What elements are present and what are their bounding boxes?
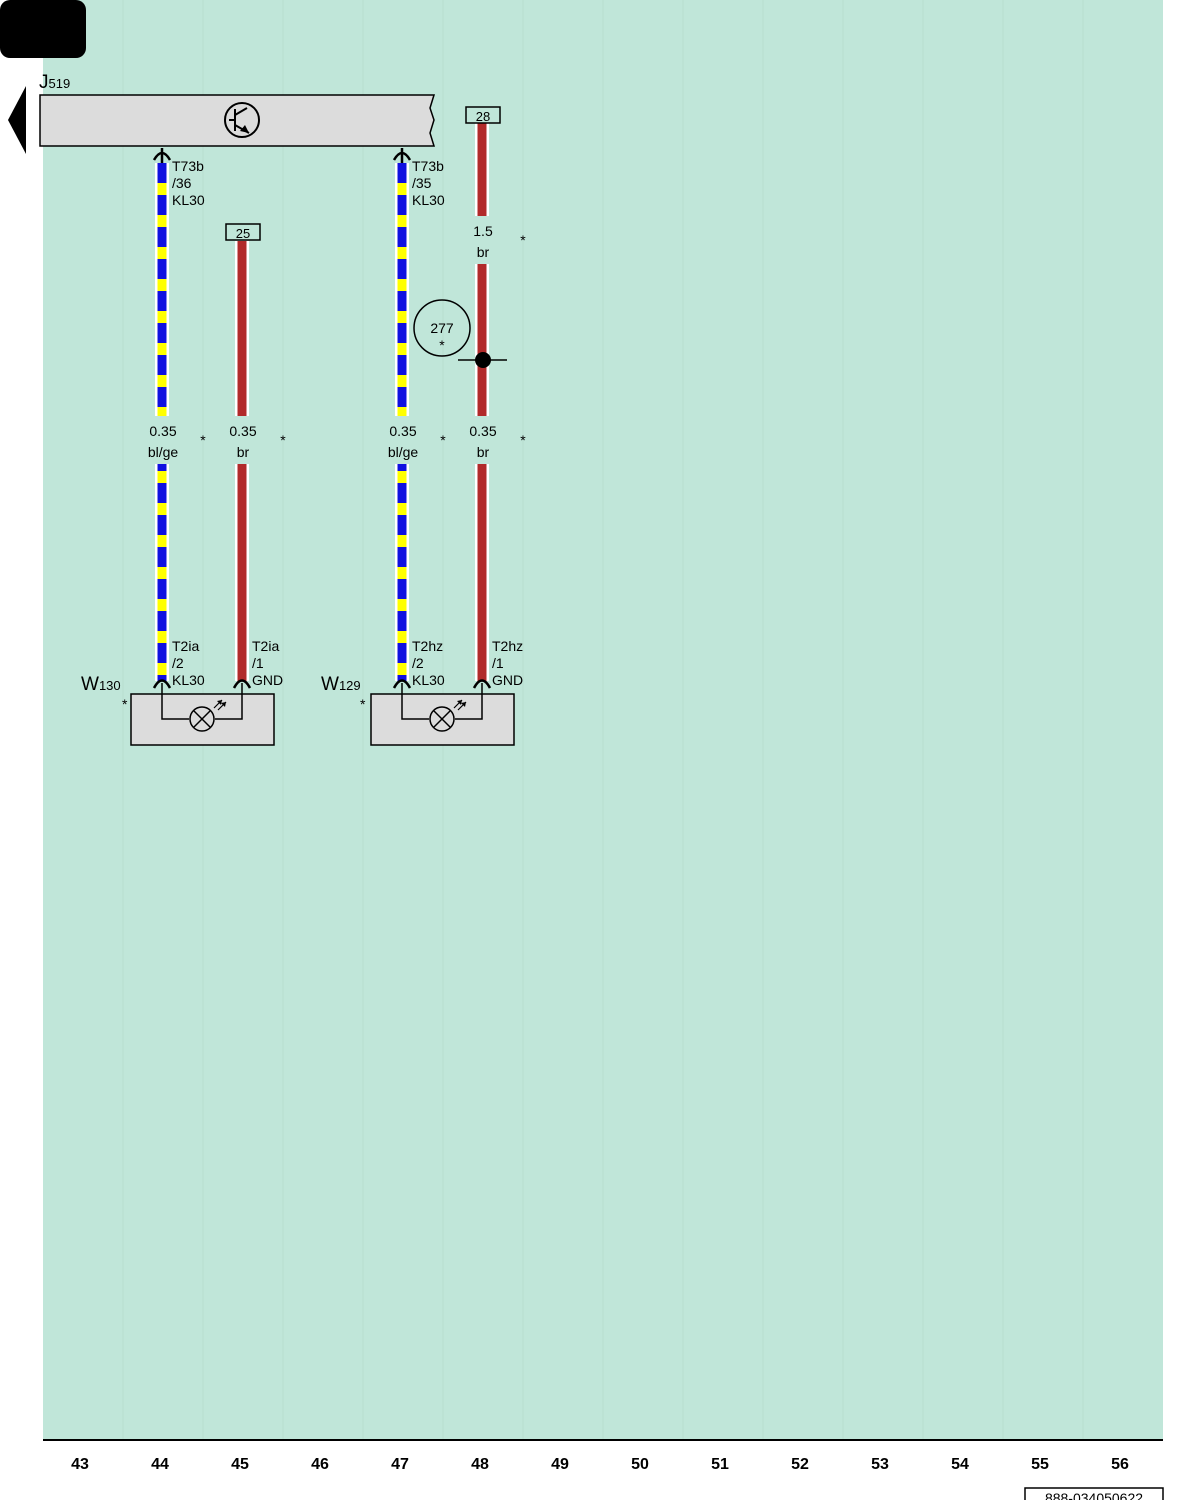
junction-277: 277 * [413,299,507,368]
connector-id: T73b [412,158,444,174]
wire-star: * [440,432,446,448]
lamp-w130: W130 * [81,674,275,746]
connector-pin: /1 [252,655,264,671]
lamp-w129: W129 * [321,674,515,746]
connector-label-c44bot: T2ia /2 KL30 [172,638,205,688]
column-number: 48 [471,1456,489,1473]
lamp-icon [189,699,227,732]
connector-label-c44top: T73b /36 KL30 [172,158,205,208]
wire-label-w48t: 1.5 br * [466,216,526,264]
column-number: 44 [151,1456,169,1473]
connector-label-c48bot: T2hz /1 GND [492,638,523,688]
connector-signal: GND [492,672,523,688]
lamp-label-main: W [81,674,99,695]
wire-size: 0.35 [149,423,176,439]
wire-star: * [520,432,526,448]
ref-box-25: 25 [225,223,261,241]
connector-pin: /1 [492,655,504,671]
wire-label-w48b: 0.35 br * [462,416,526,464]
connector-label-c47top: T73b /35 KL30 [412,158,445,208]
ref-box-28: 28 [465,106,501,124]
column-numbers: 43 44 45 46 47 48 49 50 51 52 53 54 55 56 [71,1456,1129,1473]
lamp-star: * [122,696,128,712]
column-number: 53 [871,1456,889,1473]
junction-star: * [439,337,445,353]
wire-color: br [237,444,250,460]
connector-id: T2ia [252,638,279,654]
connector-signal: KL30 [172,672,205,688]
connector-pin: /2 [172,655,184,671]
pin-t73b-36 [152,148,172,163]
wire-label-w44: 0.35 bl/ge * [140,416,206,464]
transistor-icon [224,102,260,138]
wire-size: 0.35 [469,423,496,439]
connector-signal: KL30 [412,672,445,688]
wire-star: * [280,432,286,448]
connector-pin: /36 [172,175,192,191]
wire-layer [155,123,489,681]
connector-id: T2hz [412,638,443,654]
connector-pin: /2 [412,655,424,671]
wire-color: bl/ge [388,444,419,460]
module-label-sub: 519 [49,76,71,91]
column-number: 51 [711,1456,729,1473]
connector-id: T2hz [492,638,523,654]
module-label-main: J [39,72,49,93]
connector-signal: KL30 [412,192,445,208]
column-number: 52 [791,1456,809,1473]
column-number: 47 [391,1456,409,1473]
lamp-label: W130 [81,674,121,695]
connector-label-c47bot: T2hz /2 KL30 [412,638,445,688]
module-body [39,94,436,147]
connector-id: T73b [172,158,204,174]
wire-size: 0.35 [389,423,416,439]
wire-star: * [200,432,206,448]
column-number: 49 [551,1456,569,1473]
previous-page-arrow-icon[interactable] [8,86,26,154]
column-number: 45 [231,1456,249,1473]
lamp-label-sub: 130 [99,678,121,693]
wire-star: * [520,232,526,248]
junction-number: 277 [430,320,454,336]
connector-id: T2ia [172,638,199,654]
diagram-reference: 888-034050622 [1024,1487,1164,1500]
lamp-label: W129 [321,674,361,695]
lamp-star: * [360,696,366,712]
lamp-label-main: W [321,674,339,695]
column-number: 54 [951,1456,969,1473]
reference-number: 888-034050622 [1045,1490,1143,1500]
splice-dot [475,352,491,368]
column-number: 56 [1111,1456,1129,1473]
connector-signal: KL30 [172,192,205,208]
page-tab [0,0,86,58]
lamp-label-sub: 129 [339,678,361,693]
column-number: 50 [631,1456,649,1473]
wire-color: br [477,444,490,460]
connector-signal: GND [252,672,283,688]
wire-size: 1.5 [473,223,493,239]
wire-label-w47: 0.35 bl/ge * [380,416,446,464]
ref-box-28-label: 28 [476,109,490,124]
ref-box-25-label: 25 [236,226,250,241]
column-number: 46 [311,1456,329,1473]
column-number: 55 [1031,1456,1049,1473]
wire-color: bl/ge [148,444,179,460]
lamp-icon [429,699,467,732]
pin-t73b-35 [392,148,412,163]
connector-label-c45bot: T2ia /1 GND [252,638,283,688]
connector-pin: /35 [412,175,432,191]
column-number: 43 [71,1456,89,1473]
module-label: J519 [39,72,70,93]
module-j519: J519 [39,72,436,147]
wire-label-w45: 0.35 br * [222,416,286,464]
wire-color: br [477,244,490,260]
wire-size: 0.35 [229,423,256,439]
